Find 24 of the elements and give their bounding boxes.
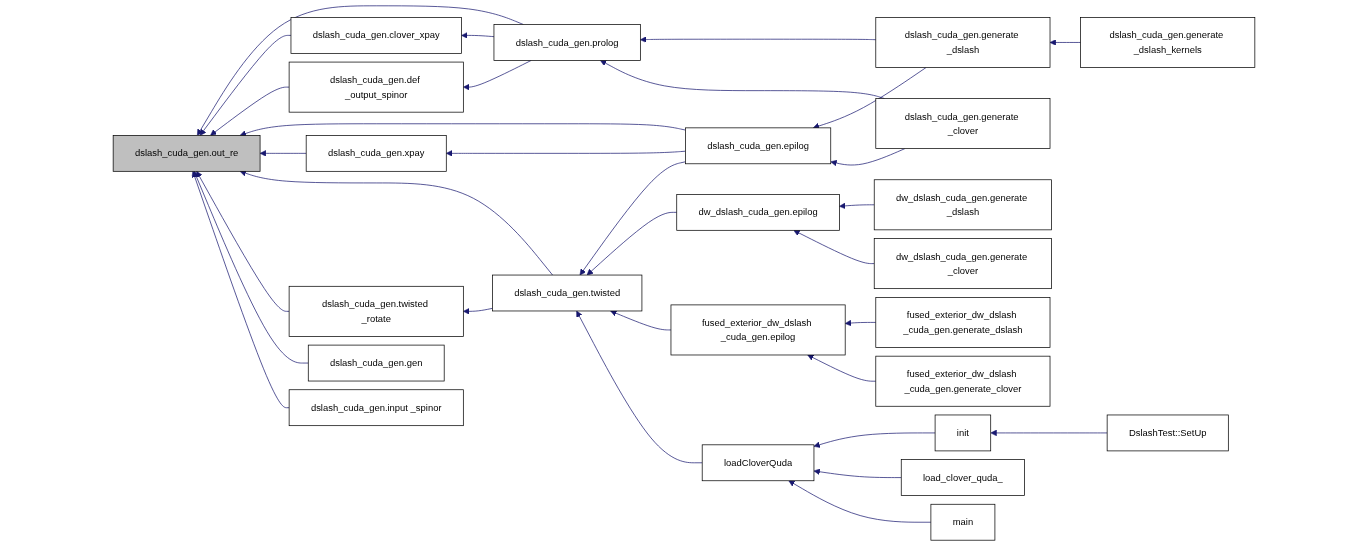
node-box: dw_dslash_cuda_gen.generate _dslash	[873, 179, 1052, 231]
node-box: dslash_cuda_gen.generate _clover	[875, 98, 1051, 149]
node-box: dslash_cuda_gen.gen	[307, 344, 445, 382]
node-box: load_clover_quda_	[900, 459, 1025, 496]
node-box: dslash_cuda_gen.out_re	[112, 135, 261, 172]
node-box: dslash_cuda_gen.prolog	[493, 24, 641, 61]
node-box: init	[934, 414, 992, 452]
node-box: fused_exterior_dw_dslash _cuda_gen.generate_dslash	[875, 297, 1051, 348]
node-box: dslash_cuda_gen.generate _dslash	[875, 17, 1051, 68]
node-box: dslash_cuda_gen.clover_xpay	[290, 17, 462, 54]
node-box: DslashTest::SetUp	[1106, 414, 1229, 452]
node-box: dslash_cuda_gen.epilog	[685, 127, 832, 165]
node-box: dslash_cuda_gen.def _output_spinor	[288, 61, 464, 113]
node-box: dslash_cuda_gen.input _spinor	[288, 389, 464, 427]
node-box: dslash_cuda_gen.twisted _rotate	[288, 285, 464, 337]
node-box: dslash_cuda_gen.twisted	[492, 274, 643, 312]
node-box: dw_dslash_cuda_gen.epilog	[676, 194, 840, 231]
node-box: dslash_cuda_gen.xpay	[305, 135, 447, 172]
node-box: fused_exterior_dw_dslash _cuda_gen.generate_clover	[875, 355, 1051, 407]
node-box: loadCloverQuda	[701, 444, 815, 482]
node-box: main	[930, 503, 996, 541]
node-box: dslash_cuda_gen.generate _dslash_kernels	[1080, 17, 1256, 68]
node-box: fused_exterior_dw_dslash _cuda_gen.epilog	[670, 304, 846, 356]
node-box: dw_dslash_cuda_gen.generate _clover	[873, 238, 1052, 289]
